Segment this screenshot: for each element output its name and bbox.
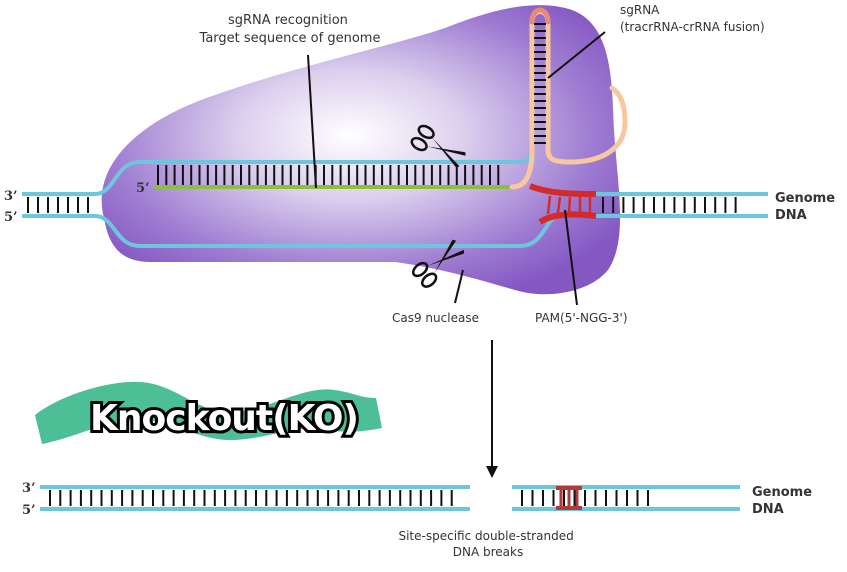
scissors-icon (412, 239, 465, 288)
arrow-down-icon (486, 340, 498, 478)
sgrna-label: sgRNA (tracrRNA-crRNA fusion) (620, 3, 765, 34)
dna-breaks-label: Site-specific double-stranded DNA breaks (398, 529, 577, 559)
strand-end-rna-5: 5’ (136, 181, 150, 196)
pam-label: PAM(5'-NGG-3') (535, 311, 628, 325)
top-dna-right (596, 192, 768, 218)
leader-lines (307, 31, 606, 306)
knockout-ribbon (35, 381, 382, 444)
target-duplex-rungs (157, 165, 500, 185)
cas9-protein-shape (101, 5, 621, 295)
strand-end-top-3: 3’ (4, 189, 18, 204)
genome-dna-label-bottom: Genome DNA (752, 485, 817, 517)
strand-end-bottom-5: 5’ (22, 503, 36, 518)
top-dna-left (22, 192, 95, 218)
pam-region (528, 183, 597, 225)
sgrna-recognition-label: sgRNA recognition Target sequence of gen… (199, 13, 381, 46)
pam-marker-bottom (556, 486, 582, 510)
bottom-dna-right (512, 485, 740, 511)
strand-end-bottom-3: 3’ (22, 481, 36, 496)
bottom-dna-left (40, 485, 470, 511)
cas9-label: Cas9 nuclease (392, 311, 479, 325)
knockout-title: Knockout(KO) (90, 398, 358, 439)
strand-end-top-5: 5’ (4, 210, 18, 225)
sgrna-hairpin-rungs (534, 23, 546, 144)
sgrna-scaffold (509, 7, 628, 190)
genome-dna-label-top: Genome DNA (775, 191, 840, 223)
